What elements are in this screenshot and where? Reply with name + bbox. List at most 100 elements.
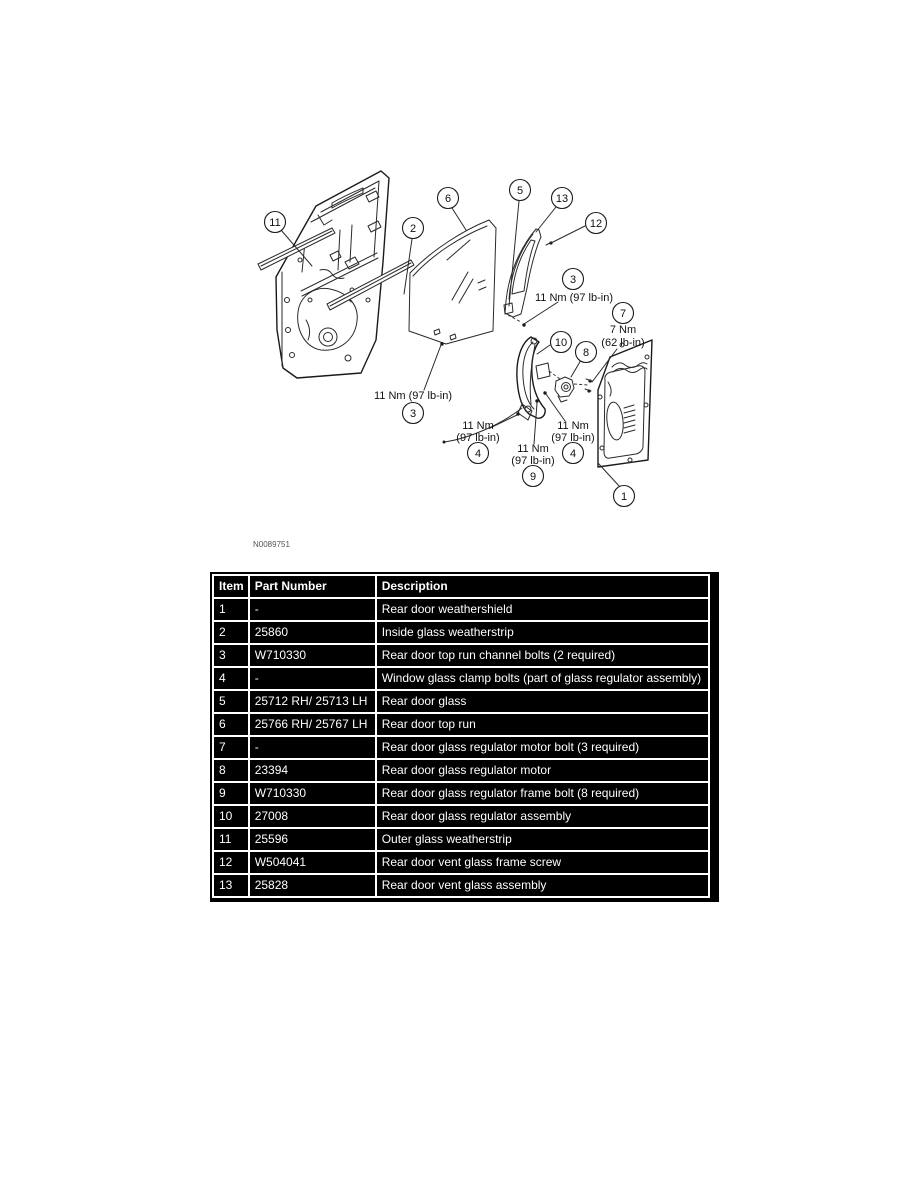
torque-11nm-center-line1: 11 Nm (517, 443, 549, 455)
torque-labels: 11 Nm (97 lb-in) 7 Nm (62 lb-in) 11 Nm (… (374, 292, 645, 467)
table-row: 2 25860 Inside glass weatherstrip (212, 620, 710, 645)
table-row: 7 - Rear door glass regulator motor bolt… (212, 735, 710, 760)
callout-4-right: 4 (561, 441, 585, 465)
cell-part: - (247, 735, 377, 760)
torque-11nm-right-line1: 11 Nm (557, 420, 589, 432)
cell-desc: Rear door glass (374, 689, 710, 714)
table-row: 3 W710330 Rear door top run channel bolt… (212, 643, 710, 668)
svg-text:12: 12 (590, 218, 602, 230)
cell-part: 25828 (247, 873, 377, 898)
table-row: 6 25766 RH/ 25767 LH Rear door top run (212, 712, 710, 737)
cell-item: 10 (212, 804, 250, 829)
torque-7nm-line1: 7 Nm (610, 324, 636, 336)
callout-12: 12 (584, 211, 608, 235)
cell-item: 1 (212, 597, 250, 622)
svg-text:2: 2 (410, 223, 416, 235)
inside-glass-weatherstrip (326, 259, 415, 311)
svg-text:13: 13 (556, 193, 568, 205)
callout-3-bottom: 3 (401, 401, 425, 425)
leader-lines (280, 200, 621, 488)
table-row: 8 23394 Rear door glass regulator motor (212, 758, 710, 783)
parts-table-container: Item Part Number Description 1 - Rear do… (210, 572, 719, 902)
cell-item: 11 (212, 827, 250, 852)
outer-glass-weatherstrip (257, 227, 336, 271)
svg-text:8: 8 (583, 347, 589, 359)
cell-item: 9 (212, 781, 250, 806)
table-row: 9 W710330 Rear door glass regulator fram… (212, 781, 710, 806)
rear-door-frame (275, 170, 390, 379)
callout-11: 11 (263, 210, 287, 234)
cell-part: 27008 (247, 804, 377, 829)
cell-part: W504041 (247, 850, 377, 875)
table-row: 4 - Window glass clamp bolts (part of gl… (212, 666, 710, 691)
cell-item: 5 (212, 689, 250, 714)
torque-11nm-left-line2: (97 lb-in) (456, 432, 499, 444)
cell-part: - (247, 597, 377, 622)
table-row: 5 25712 RH/ 25713 LH Rear door glass (212, 689, 710, 714)
parts-table: Item Part Number Description 1 - Rear do… (212, 574, 710, 898)
svg-text:10: 10 (555, 337, 567, 349)
svg-text:1: 1 (621, 491, 627, 503)
table-row: 12 W504041 Rear door vent glass frame sc… (212, 850, 710, 875)
svg-text:4: 4 (475, 448, 481, 460)
cell-desc: Rear door vent glass frame screw (374, 850, 710, 875)
table-header-row: Item Part Number Description (212, 574, 710, 599)
cell-desc: Rear door glass regulator motor bolt (3 … (374, 735, 710, 760)
table-row: 11 25596 Outer glass weatherstrip (212, 827, 710, 852)
header-item: Item (212, 574, 250, 599)
cell-desc: Rear door glass regulator assembly (374, 804, 710, 829)
cell-part: W710330 (247, 781, 377, 806)
cell-item: 8 (212, 758, 250, 783)
cell-item: 2 (212, 620, 250, 645)
cell-part: 25860 (247, 620, 377, 645)
cell-item: 3 (212, 643, 250, 668)
table-row: 10 27008 Rear door glass regulator assem… (212, 804, 710, 829)
cell-desc: Rear door glass regulator motor (374, 758, 710, 783)
cell-desc: Rear door top run channel bolts (2 requi… (374, 643, 710, 668)
callout-13: 13 (550, 186, 574, 210)
svg-text:4: 4 (570, 448, 576, 460)
cell-item: 6 (212, 712, 250, 737)
cell-desc: Rear door glass regulator frame bolt (8 … (374, 781, 710, 806)
svg-text:3: 3 (410, 408, 416, 420)
torque-11nm-glass: 11 Nm (97 lb-in) (374, 390, 452, 402)
callout-3-top: 3 (561, 267, 585, 291)
svg-text:3: 3 (570, 274, 576, 286)
cell-part: 25766 RH/ 25767 LH (247, 712, 377, 737)
svg-text:11: 11 (269, 217, 280, 229)
torque-11nm-top: 11 Nm (97 lb-in) (535, 292, 613, 304)
cell-item: 12 (212, 850, 250, 875)
cell-item: 4 (212, 666, 250, 691)
callout-4-left: 4 (466, 441, 490, 465)
cell-part: - (247, 666, 377, 691)
cell-desc: Rear door weathershield (374, 597, 710, 622)
svg-text:7: 7 (620, 308, 626, 320)
cell-desc: Rear door top run (374, 712, 710, 737)
vent-glass-assembly (503, 228, 553, 318)
callout-9: 9 (521, 464, 545, 488)
callout-7: 7 (611, 301, 635, 325)
callout-2: 2 (401, 216, 425, 240)
rear-door-glass (408, 219, 497, 345)
header-description: Description (374, 574, 710, 599)
svg-text:6: 6 (445, 193, 451, 205)
header-part-number: Part Number (247, 574, 377, 599)
callout-8: 8 (574, 340, 598, 364)
callout-6: 6 (436, 186, 460, 210)
cell-item: 7 (212, 735, 250, 760)
svg-text:5: 5 (517, 185, 523, 197)
glass-regulator-assembly (442, 336, 551, 444)
torque-11nm-right-line2: (97 lb-in) (551, 432, 594, 444)
torque-11nm-left-line1: 11 Nm (462, 420, 494, 432)
svg-text:9: 9 (530, 471, 536, 483)
table-row: 1 - Rear door weathershield (212, 597, 710, 622)
callout-5: 5 (508, 178, 532, 202)
torque-7nm-line2: (62 lb-in) (601, 337, 644, 349)
cell-desc: Outer glass weatherstrip (374, 827, 710, 852)
callouts: 11 2 6 5 13 12 (263, 178, 636, 508)
torque-11nm-center-line2: (97 lb-in) (511, 455, 554, 467)
cell-part: 23394 (247, 758, 377, 783)
cell-part: W710330 (247, 643, 377, 668)
cell-item: 13 (212, 873, 250, 898)
